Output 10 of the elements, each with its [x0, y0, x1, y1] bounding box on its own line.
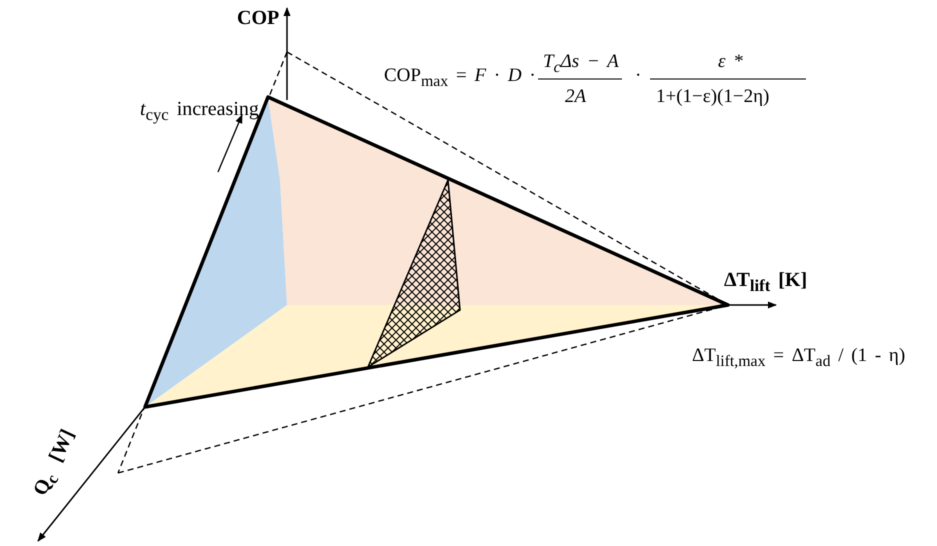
- formula-text: ΔT$_{lift,max}$ = ΔT$_{ad}$ / (1 - η): [692, 346, 906, 370]
- fraction-numerator: ε *: [718, 52, 743, 71]
- fraction-denominator: 1+(1−ε)(1−2η): [656, 87, 770, 106]
- axis-label: COP: [237, 8, 280, 28]
- formula-text: ·: [635, 66, 642, 85]
- fraction-numerator: T$_{c}$Δs − A: [543, 52, 619, 76]
- fraction-denominator: 2A: [565, 87, 586, 106]
- annotation-text: t$_{cyc}$ increasing: [140, 99, 259, 124]
- axis-label: ΔT$_{lift}$ [K]: [724, 270, 808, 295]
- formula-text: COP$_{max}$ = F · D ·: [384, 66, 536, 90]
